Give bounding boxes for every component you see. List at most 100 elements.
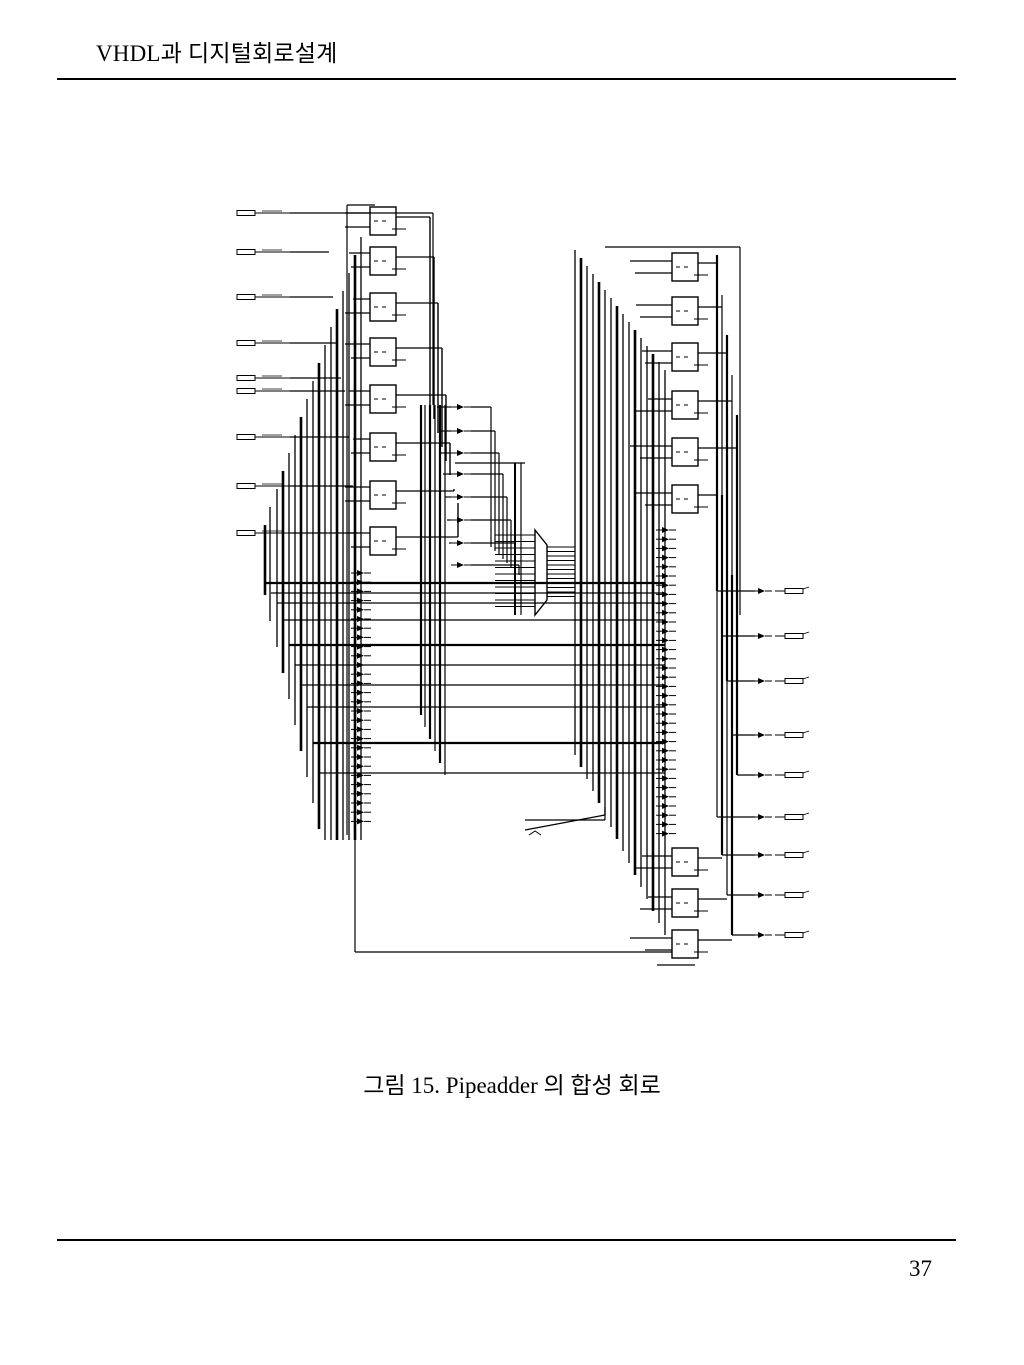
- buffer-gate: [662, 775, 669, 782]
- output-port: [784, 732, 804, 738]
- circuit-figure: [225, 195, 825, 970]
- buffer-gate: [662, 600, 669, 607]
- input-port: [236, 434, 256, 440]
- buffer-gate: [662, 692, 669, 699]
- buffer-gate: [357, 772, 364, 779]
- buffer-gate: [662, 830, 669, 837]
- buffer-gate: [662, 812, 669, 819]
- buffer-gate: [662, 683, 669, 690]
- output-buffer: [758, 932, 765, 938]
- output-buffer: [758, 892, 765, 898]
- adder-gate: [457, 540, 464, 546]
- buffer-gate: [357, 809, 364, 816]
- buffer-gate: [662, 720, 669, 727]
- output-port: [784, 814, 804, 820]
- buffer-gate: [357, 754, 364, 760]
- adder-gate: [457, 494, 464, 500]
- buffer-gate: [662, 701, 669, 708]
- adder-gate: [457, 404, 464, 410]
- buffer-gate: [662, 637, 669, 644]
- buffer-gate: [357, 570, 364, 576]
- output-port: [784, 588, 804, 594]
- buffer-gate: [357, 763, 364, 770]
- buffer-gate: [357, 735, 364, 742]
- adder-gate: [457, 517, 464, 523]
- clock-symbol: [528, 830, 542, 836]
- port-tick: [802, 586, 810, 590]
- port-tick: [802, 930, 810, 934]
- input-port: [236, 294, 256, 300]
- buffer-gate: [662, 711, 669, 717]
- adder-gate: [457, 428, 464, 434]
- output-port: [784, 892, 804, 898]
- buffer-gate: [357, 818, 364, 825]
- buffer-gate: [662, 784, 669, 791]
- buffer-gate: [662, 628, 669, 635]
- output-port: [784, 678, 804, 684]
- input-port: [236, 340, 256, 346]
- input-port: [236, 483, 256, 489]
- buffer-gate: [357, 800, 364, 806]
- buffer-gate: [662, 674, 669, 681]
- output-buffer: [758, 772, 765, 778]
- adder-gate: [457, 471, 464, 477]
- output-buffer: [758, 814, 765, 820]
- port-tick: [802, 631, 810, 635]
- buffer-gate: [662, 738, 669, 745]
- port-tick: [802, 730, 810, 734]
- buffer-gate: [357, 689, 364, 696]
- input-port: [236, 210, 256, 216]
- input-port: [236, 375, 256, 381]
- buffer-gate: [662, 729, 669, 736]
- output-port: [784, 633, 804, 639]
- buffer-gate: [662, 665, 669, 671]
- port-tick: [802, 850, 810, 854]
- buffer-gate: [357, 698, 364, 705]
- buffer-gate: [662, 793, 669, 800]
- footer-rule: [57, 1239, 956, 1241]
- buffer-gate: [662, 766, 669, 773]
- adder-gate: [457, 450, 464, 456]
- buffer-gate: [357, 634, 364, 641]
- buffer-gate: [662, 573, 669, 579]
- header-rule: [57, 78, 956, 80]
- buffer-gate: [357, 671, 364, 678]
- buffer-gate: [662, 563, 669, 570]
- buffer-gate: [357, 717, 364, 724]
- buffer-gate: [357, 726, 364, 733]
- buffer-gate: [357, 708, 364, 714]
- buffer-gate: [662, 757, 669, 763]
- buffer-gate: [357, 597, 364, 604]
- clock-wire: [524, 814, 606, 831]
- input-port: [236, 530, 256, 536]
- running-header: VHDL과 디지털회로설계: [96, 41, 338, 66]
- input-port: [236, 388, 256, 394]
- buffer-gate: [662, 803, 669, 809]
- buffer-gate: [357, 652, 364, 659]
- mux-block: [534, 528, 548, 617]
- buffer-gate: [357, 625, 364, 632]
- page-number: 37: [909, 1256, 932, 1281]
- output-port: [784, 852, 804, 858]
- buffer-gate: [662, 582, 669, 589]
- buffer-gate: [662, 536, 669, 543]
- buffer-gate: [662, 747, 669, 754]
- port-tick: [802, 890, 810, 894]
- buffer-gate: [662, 646, 669, 653]
- buffer-gate: [662, 619, 669, 625]
- buffer-gate: [662, 591, 669, 598]
- port-tick: [802, 676, 810, 680]
- output-buffer: [758, 633, 765, 639]
- figure-caption: 그림 15. Pipeadder 의 합성 회로: [363, 1073, 661, 1098]
- output-port: [784, 932, 804, 938]
- buffer-gate: [357, 790, 364, 797]
- output-buffer: [758, 852, 765, 858]
- buffer-gate: [662, 609, 669, 616]
- buffer-gate: [662, 545, 669, 552]
- output-port: [784, 772, 804, 778]
- buffer-gate: [357, 606, 364, 613]
- buffer-gate: [662, 527, 669, 533]
- buffer-gate: [662, 554, 669, 561]
- buffer-gate: [357, 744, 364, 751]
- buffer-gate: [662, 821, 669, 828]
